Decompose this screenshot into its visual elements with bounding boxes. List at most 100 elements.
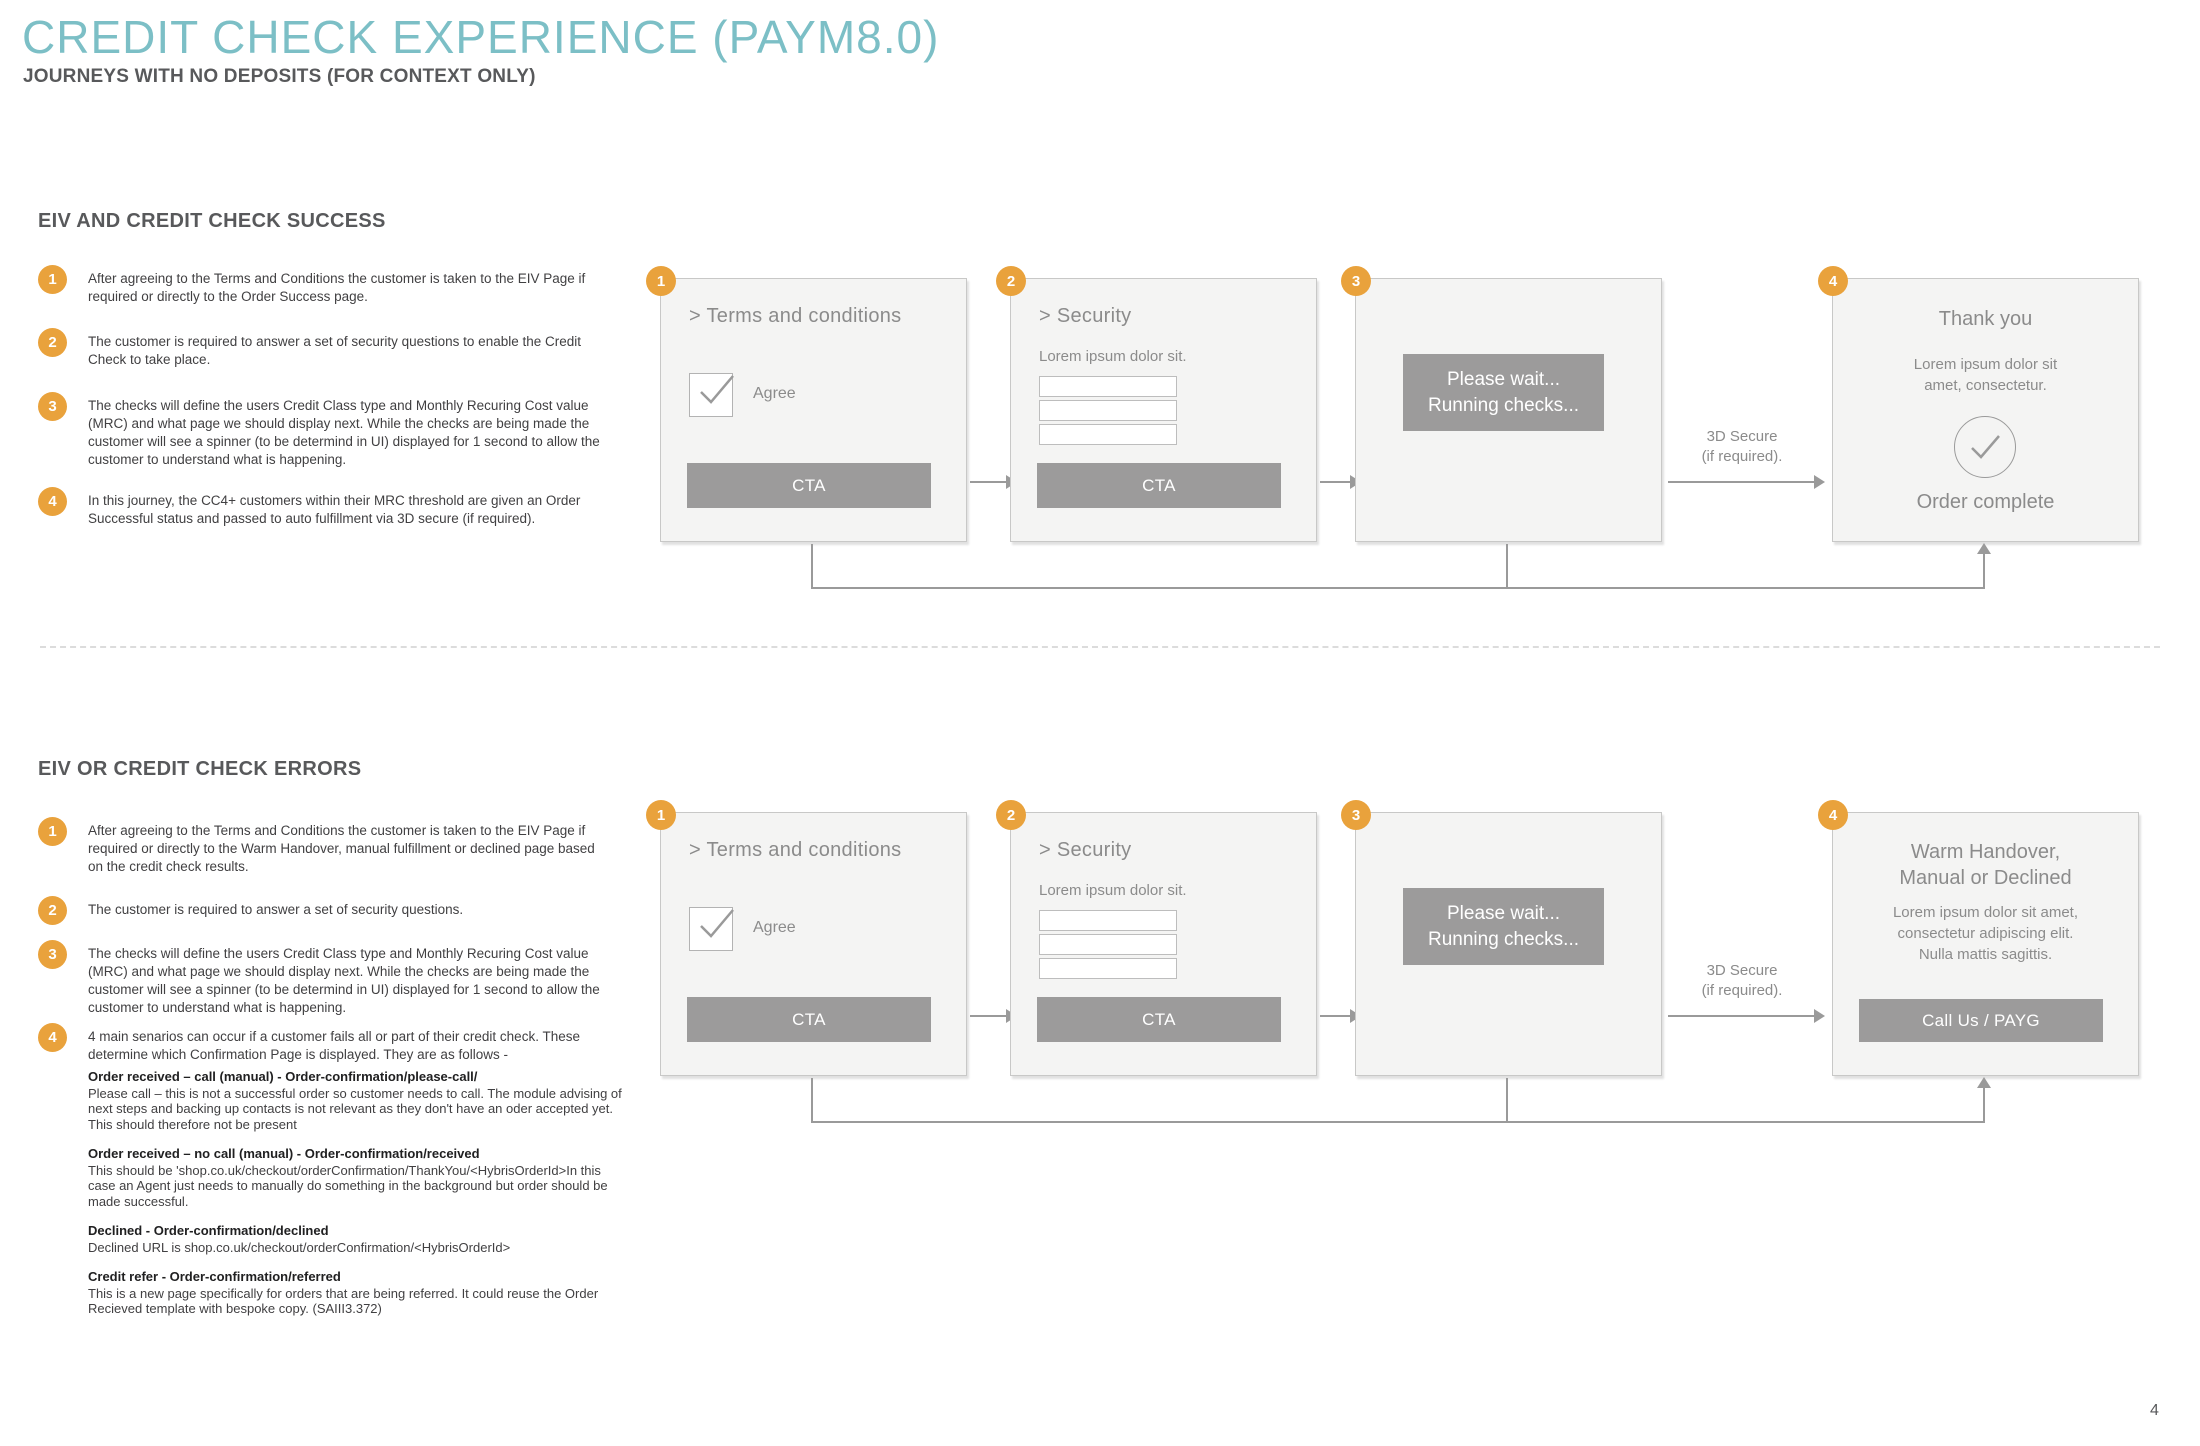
security-input[interactable] [1039,424,1177,445]
step-badge: 3 [38,392,67,421]
flow-arrow [1320,1015,1350,1017]
flow-connector [811,544,813,589]
call-us-payg-button[interactable]: Call Us / PAYG [1859,999,2103,1042]
screen-card-security: 2 > Security Lorem ipsum dolor sit. CTA [996,800,1317,1076]
step-text: The customer is required to answer a set… [88,902,464,917]
checkmark-icon [700,909,734,938]
screen-card-checks: 3 Please wait... Running checks... [1341,800,1662,1076]
agree-label: Agree [753,385,796,402]
security-intro: Lorem ipsum dolor sit. [1039,882,1187,899]
security-input[interactable] [1039,400,1177,421]
secure-arrow-label: 3D Secure (if required). [1701,962,1783,999]
result-body: Lorem ipsum dolor sit amet, consectetur. [1913,356,2058,394]
screen-badge: 2 [996,800,1026,830]
page-subtitle: JOURNEYS WITH NO DEPOSITS (FOR CONTEXT O… [23,66,536,87]
step-badge: 3 [38,940,67,969]
security-input[interactable] [1039,910,1177,931]
note-body: This is a new page specifically for orde… [88,1285,599,1317]
note-body: This should be 'shop.co.uk/checkout/orde… [88,1162,608,1209]
screen-badge: 2 [996,266,1026,296]
step-badge: 4 [38,487,67,516]
cta-button[interactable]: CTA [687,997,931,1042]
flow-connector [811,587,1985,589]
screen-badge: 1 [646,266,676,296]
note-title: Order received – call (manual) - Order-c… [88,1069,478,1084]
security-input[interactable] [1039,958,1177,979]
step-text: The checks will define the users Credit … [88,398,600,467]
flow-arrow [1668,481,1814,483]
step-badge: 2 [38,896,67,925]
result-status: Order complete [1916,491,2055,513]
cta-button[interactable]: CTA [687,463,931,508]
flow-connector [1983,553,1985,589]
section-heading: EIV AND CREDIT CHECK SUCCESS [38,210,386,232]
screen-badge: 3 [1341,266,1371,296]
step-text: After agreeing to the Terms and Conditio… [88,823,595,874]
note-item: Credit refer - Order-confirmation/referr… [88,1269,628,1317]
screen-card-result: 4 Warm Handover, Manual or Declined Lore… [1818,800,2139,1076]
checkmark-icon [700,375,734,404]
screen-card-security: 2 > Security Lorem ipsum dolor sit. CTA [996,266,1317,542]
note-item: Declined - Order-confirmation/declined D… [88,1223,628,1255]
success-circle-icon [1954,416,2016,478]
section-divider [40,646,2160,648]
security-input[interactable] [1039,934,1177,955]
note-title: Credit refer - Order-confirmation/referr… [88,1269,341,1284]
flow-connector [1506,1078,1508,1123]
step-text: After agreeing to the Terms and Conditio… [88,271,586,304]
result-title: Warm Handover, Manual or Declined [1899,841,2072,889]
screen-badge: 3 [1341,800,1371,830]
arrowhead-up-icon [1977,1077,1991,1088]
step-text: 4 main senarios can occur if a customer … [88,1029,580,1062]
wait-box: Please wait... Running checks... [1403,354,1604,431]
screen-title: > Security [1039,305,1132,327]
note-title: Order received – no call (manual) - Orde… [88,1146,480,1161]
note-body: Please call – this is not a successful o… [88,1085,622,1132]
screen-badge: 1 [646,800,676,830]
agree-checkbox[interactable] [689,373,734,417]
screen-badge: 4 [1818,800,1848,830]
flow-connector [811,1121,1985,1123]
note-body: Declined URL is shop.co.uk/checkout/orde… [88,1239,511,1255]
cta-button[interactable]: CTA [1037,463,1281,508]
result-body: Lorem ipsum dolor sit amet, consectetur … [1892,904,2079,963]
security-input[interactable] [1039,376,1177,397]
flow-connector [1983,1087,1985,1123]
result-title: Thank you [1938,308,2033,330]
flow-arrow [970,481,1006,483]
screen-card-result: 4 Thank you Lorem ipsum dolor sit amet, … [1818,266,2139,542]
notes-list: Order received – call (manual) - Order-c… [88,1069,628,1331]
security-intro: Lorem ipsum dolor sit. [1039,348,1187,365]
flow-connector [1506,544,1508,589]
section-heading: EIV OR CREDIT CHECK ERRORS [38,758,362,780]
cta-button[interactable]: CTA [1037,997,1281,1042]
screen-title: > Terms and conditions [689,839,902,861]
flow-arrow [1668,1015,1814,1017]
step-badge: 4 [38,1023,67,1052]
arrowhead-right-icon [1814,1009,1825,1023]
arrowhead-right-icon [1814,475,1825,489]
agree-checkbox[interactable] [689,907,734,951]
screen-title: > Security [1039,839,1132,861]
screen-card-terms: 1 > Terms and conditions Agree CTA [646,800,967,1076]
page-number: 4 [2150,1402,2159,1419]
note-item: Order received – call (manual) - Order-c… [88,1069,628,1132]
flow-arrow [1320,481,1350,483]
screen-card-terms: 1 > Terms and conditions Agree CTA [646,266,967,542]
agree-label: Agree [753,919,796,936]
step-text: The checks will define the users Credit … [88,946,600,1015]
note-title: Declined - Order-confirmation/declined [88,1223,329,1238]
screen-card-checks: 3 Please wait... Running checks... [1341,266,1662,542]
arrowhead-up-icon [1977,543,1991,554]
screen-badge: 4 [1818,266,1848,296]
note-item: Order received – no call (manual) - Orde… [88,1146,628,1209]
screen-title: > Terms and conditions [689,305,902,327]
step-text: In this journey, the CC4+ customers with… [88,493,581,526]
flow-connector [811,1078,813,1123]
step-text: The customer is required to answer a set… [88,334,582,367]
checkmark-icon [1971,435,2000,459]
page-title: CREDIT CHECK EXPERIENCE (PAYM8.0) [22,11,940,63]
secure-arrow-label: 3D Secure (if required). [1701,428,1783,465]
wait-box: Please wait... Running checks... [1403,888,1604,965]
